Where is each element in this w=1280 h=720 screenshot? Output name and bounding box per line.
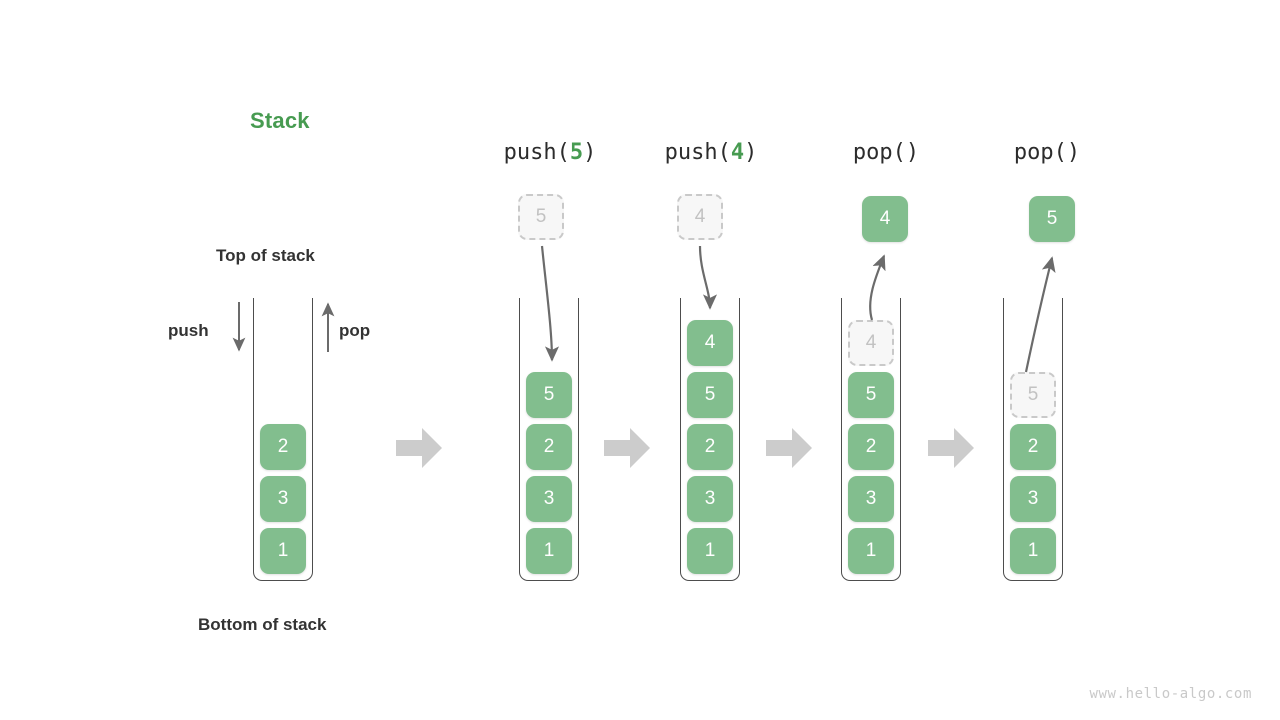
op-header-suffix: ) bbox=[583, 140, 597, 165]
stack-element: 3 bbox=[848, 476, 894, 522]
stack-ghost-element: 4 bbox=[848, 320, 894, 366]
op-header-text: push( bbox=[664, 140, 731, 165]
stack-element: 3 bbox=[260, 476, 306, 522]
step-arrow-1 bbox=[396, 428, 442, 468]
op-header-text: push( bbox=[503, 140, 570, 165]
floating-ghost-element: 4 bbox=[677, 194, 723, 240]
stack-element: 5 bbox=[526, 372, 572, 418]
page-title: Stack bbox=[250, 108, 310, 133]
popped-element: 4 bbox=[862, 196, 908, 242]
step-arrow-4 bbox=[928, 428, 974, 468]
popped-element: 5 bbox=[1029, 196, 1075, 242]
op-header-arg: 4 bbox=[730, 140, 745, 165]
op-header-suffix: ) bbox=[744, 140, 758, 165]
stack-ghost-element: 5 bbox=[1010, 372, 1056, 418]
stack-element: 2 bbox=[848, 424, 894, 470]
op-header-push-4: push(4) bbox=[611, 140, 811, 165]
op-header-text: pop() bbox=[1013, 140, 1081, 165]
stack-element: 2 bbox=[1010, 424, 1056, 470]
stack-element: 3 bbox=[687, 476, 733, 522]
floating-ghost-element: 5 bbox=[518, 194, 564, 240]
stack-element: 1 bbox=[687, 528, 733, 574]
stack-element: 1 bbox=[526, 528, 572, 574]
stack-element: 1 bbox=[848, 528, 894, 574]
watermark: www.hello-algo.com bbox=[1089, 686, 1252, 702]
stack-element: 5 bbox=[848, 372, 894, 418]
pop-label: pop bbox=[339, 321, 371, 340]
stack-element: 2 bbox=[526, 424, 572, 470]
stack-element: 2 bbox=[687, 424, 733, 470]
op-header-text: pop() bbox=[852, 140, 920, 165]
stack-element: 2 bbox=[260, 424, 306, 470]
stack-element: 3 bbox=[526, 476, 572, 522]
stack-element: 1 bbox=[260, 528, 306, 574]
op-header-pop-2: pop() bbox=[947, 140, 1147, 165]
step-arrow-3 bbox=[766, 428, 812, 468]
step-arrow-2 bbox=[604, 428, 650, 468]
top-of-stack-label: Top of stack bbox=[216, 246, 315, 265]
op-header-push-5: push(5) bbox=[450, 140, 650, 165]
stack-element: 5 bbox=[687, 372, 733, 418]
push-label: push bbox=[168, 321, 209, 340]
stack-element: 4 bbox=[687, 320, 733, 366]
op-header-pop-1: pop() bbox=[786, 140, 986, 165]
bottom-of-stack-label: Bottom of stack bbox=[198, 615, 327, 634]
stack-element: 3 bbox=[1010, 476, 1056, 522]
op-header-arg: 5 bbox=[569, 140, 584, 165]
stack-element: 1 bbox=[1010, 528, 1056, 574]
